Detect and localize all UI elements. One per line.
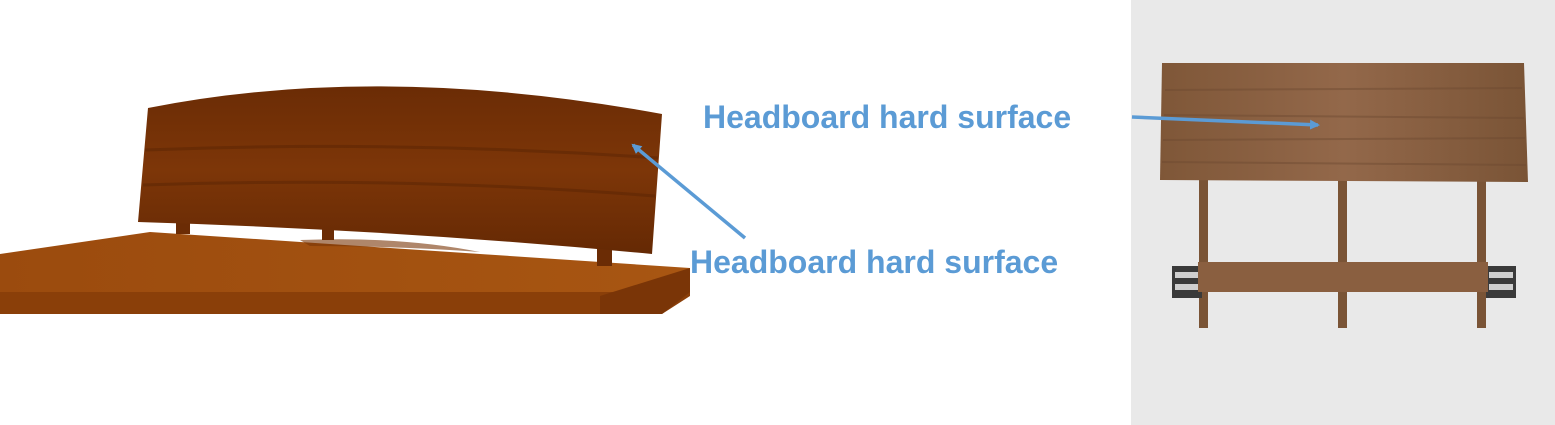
headboard-leg-mid [322, 228, 334, 240]
headboard-post-left [1199, 180, 1208, 328]
headboard-post-right [1477, 180, 1486, 328]
bed-shadow [300, 239, 480, 252]
callout-top-label: Headboard hard surface [703, 99, 1072, 135]
headboard-texture [142, 144, 659, 198]
wood-grain [1161, 87, 1527, 166]
bracket-right [1486, 266, 1516, 298]
wood-headboard-panel [1160, 63, 1528, 182]
bed-side-face [0, 268, 690, 314]
bed-top-surface [0, 232, 690, 292]
arrow-bottom-label [631, 143, 747, 240]
headboard-crossbar [1198, 262, 1488, 292]
arrow-top-label [1131, 115, 1320, 130]
headboard-post-center [1338, 180, 1347, 328]
right-photo-image [1131, 0, 1555, 425]
bed-front-edge [600, 268, 690, 314]
headboard-panel [138, 86, 662, 254]
bracket-left [1172, 266, 1202, 298]
headboard-leg-right [597, 248, 612, 266]
callout-bottom-label: Headboard hard surface [690, 244, 1059, 280]
left-bed-image [0, 86, 690, 314]
